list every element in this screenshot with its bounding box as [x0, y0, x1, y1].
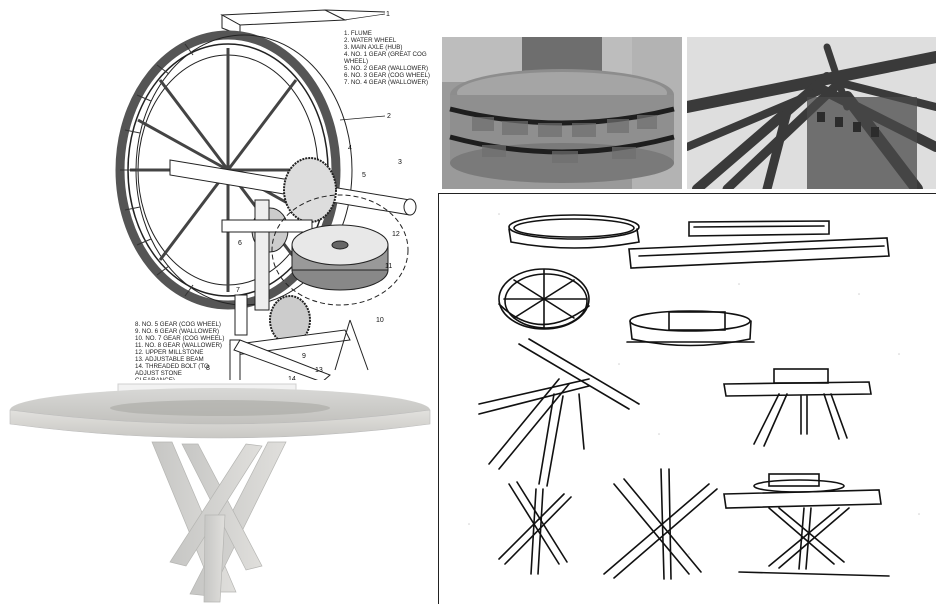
sketch-x-base-1 — [498, 481, 572, 575]
svg-text:1. FLUME: 1. FLUME — [344, 30, 372, 37]
sketch-beam-2 — [628, 237, 890, 269]
svg-text:4: 4 — [348, 145, 352, 152]
legend-top: 1. FLUME 2. WATER WHEEL 3. MAIN AXLE (HU… — [344, 30, 430, 86]
round-table-render — [0, 380, 440, 603]
concept-sketches — [438, 193, 936, 604]
svg-text:5. NO. 2 GEAR (WALLOWER): 5. NO. 2 GEAR (WALLOWER) — [344, 65, 428, 72]
svg-text:6. NO. 3 GEAR (COG WHEEL): 6. NO. 3 GEAR (COG WHEEL) — [344, 72, 430, 79]
gears — [221, 157, 337, 311]
svg-text:WHEEL): WHEEL) — [344, 58, 368, 65]
svg-text:2: 2 — [387, 113, 391, 120]
sketches-drawing — [468, 213, 920, 580]
millstone — [271, 194, 409, 306]
svg-text:ADJUST STONE: ADJUST STONE — [135, 370, 182, 377]
millstone-photo-image — [442, 37, 682, 189]
svg-text:1: 1 — [386, 11, 390, 18]
svg-text:7: 7 — [236, 287, 240, 294]
svg-text:4. NO. 1 GEAR (GREAT COG: 4. NO. 1 GEAR (GREAT COG — [344, 51, 427, 58]
svg-text:9. NO. 6 GEAR (WALLOWER): 9. NO. 6 GEAR (WALLOWER) — [135, 328, 219, 335]
svg-text:9: 9 — [302, 353, 306, 360]
svg-text:12. UPPER MILLSTONE: 12. UPPER MILLSTONE — [135, 349, 203, 356]
svg-text:8. NO. 5 GEAR (COG WHEEL): 8. NO. 5 GEAR (COG WHEEL) — [135, 321, 221, 328]
mill-diagram: 1. FLUME 2. WATER WHEEL 3. MAIN AXLE (HU… — [0, 0, 440, 385]
sketch-table-x-base — [723, 473, 890, 577]
legend-bottom: 8. NO. 5 GEAR (COG WHEEL) 9. NO. 6 GEAR … — [135, 321, 224, 384]
sketch-spoked-disc — [498, 268, 590, 330]
svg-text:5: 5 — [362, 172, 366, 179]
svg-text:3. MAIN AXLE (HUB): 3. MAIN AXLE (HUB) — [344, 44, 402, 51]
sketch-disc-side — [508, 214, 640, 249]
mill-diagram-drawing: 1. FLUME 2. WATER WHEEL 3. MAIN AXLE (HU… — [115, 9, 430, 385]
sketch-beam-1 — [688, 220, 830, 237]
millstone-photo — [442, 37, 682, 189]
svg-text:13: 13 — [315, 367, 323, 374]
sketch-x-base-2 — [603, 468, 718, 580]
svg-text:14: 14 — [288, 376, 296, 383]
svg-text:12: 12 — [392, 231, 400, 238]
svg-text:13. ADJUSTABLE BEAM: 13. ADJUSTABLE BEAM — [135, 356, 204, 363]
svg-text:14. THREADED BOLT (TO: 14. THREADED BOLT (TO — [135, 363, 209, 370]
sketch-crossing-beams — [478, 338, 640, 487]
sketch-stacked-disc — [626, 310, 755, 347]
table-edge — [9, 409, 431, 439]
svg-text:3: 3 — [398, 159, 402, 166]
timber-beams-photo — [687, 37, 936, 189]
table-legs — [151, 441, 287, 603]
svg-text:2. WATER WHEEL: 2. WATER WHEEL — [344, 37, 397, 44]
callout-numbers: 1 2 3 4 5 6 7 8 9 10 11 12 13 14 — [206, 11, 402, 383]
svg-text:10: 10 — [376, 317, 384, 324]
svg-text:7. NO. 4 GEAR (WALLOWER): 7. NO. 4 GEAR (WALLOWER) — [344, 79, 428, 86]
svg-text:10. NO. 7 GEAR (COG WHEEL): 10. NO. 7 GEAR (COG WHEEL) — [135, 335, 224, 342]
svg-text:6: 6 — [238, 240, 242, 247]
paper-texture — [468, 213, 920, 555]
lower-frame — [229, 294, 369, 385]
timber-beams-image — [687, 37, 936, 189]
svg-text:8: 8 — [206, 365, 210, 372]
svg-text:11: 11 — [385, 263, 392, 270]
svg-text:11. NO. 8 GEAR (WALLOWER): 11. NO. 8 GEAR (WALLOWER) — [135, 342, 222, 349]
table-render-drawing — [9, 383, 431, 603]
sketch-table-low — [723, 368, 872, 447]
